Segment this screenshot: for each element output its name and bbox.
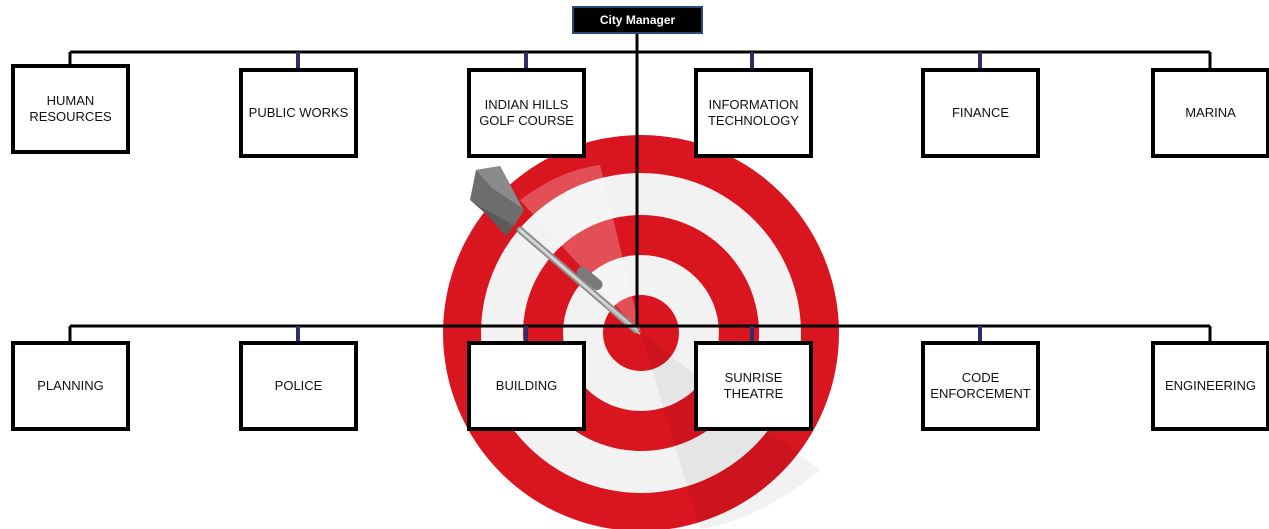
dept-planning[interactable]: PLANNING — [11, 341, 130, 431]
dept-code-enforcement[interactable]: CODE ENFORCEMENT — [921, 341, 1040, 431]
target-shadow — [641, 333, 820, 529]
city-manager-box[interactable]: City Manager — [572, 6, 703, 34]
dept-police[interactable]: POLICE — [239, 341, 358, 431]
dept-human-resources[interactable]: HUMAN RESOURCES — [11, 64, 130, 154]
dept-engineering[interactable]: ENGINEERING — [1151, 341, 1269, 431]
dart-icon — [470, 166, 641, 335]
dept-building[interactable]: BUILDING — [467, 341, 586, 431]
dept-sunrise-theatre[interactable]: SUNRISE THEATRE — [694, 341, 813, 431]
dept-finance[interactable]: FINANCE — [921, 68, 1040, 158]
dept-indian-hills-golf-course[interactable]: INDIAN HILLS GOLF COURSE — [467, 68, 586, 158]
dept-information-technology[interactable]: INFORMATION TECHNOLOGY — [694, 68, 813, 158]
target-shading — [520, 165, 641, 333]
org-chart-connectors — [68, 34, 1212, 342]
dept-public-works[interactable]: PUBLIC WORKS — [239, 68, 358, 158]
dept-marina[interactable]: MARINA — [1151, 68, 1269, 158]
